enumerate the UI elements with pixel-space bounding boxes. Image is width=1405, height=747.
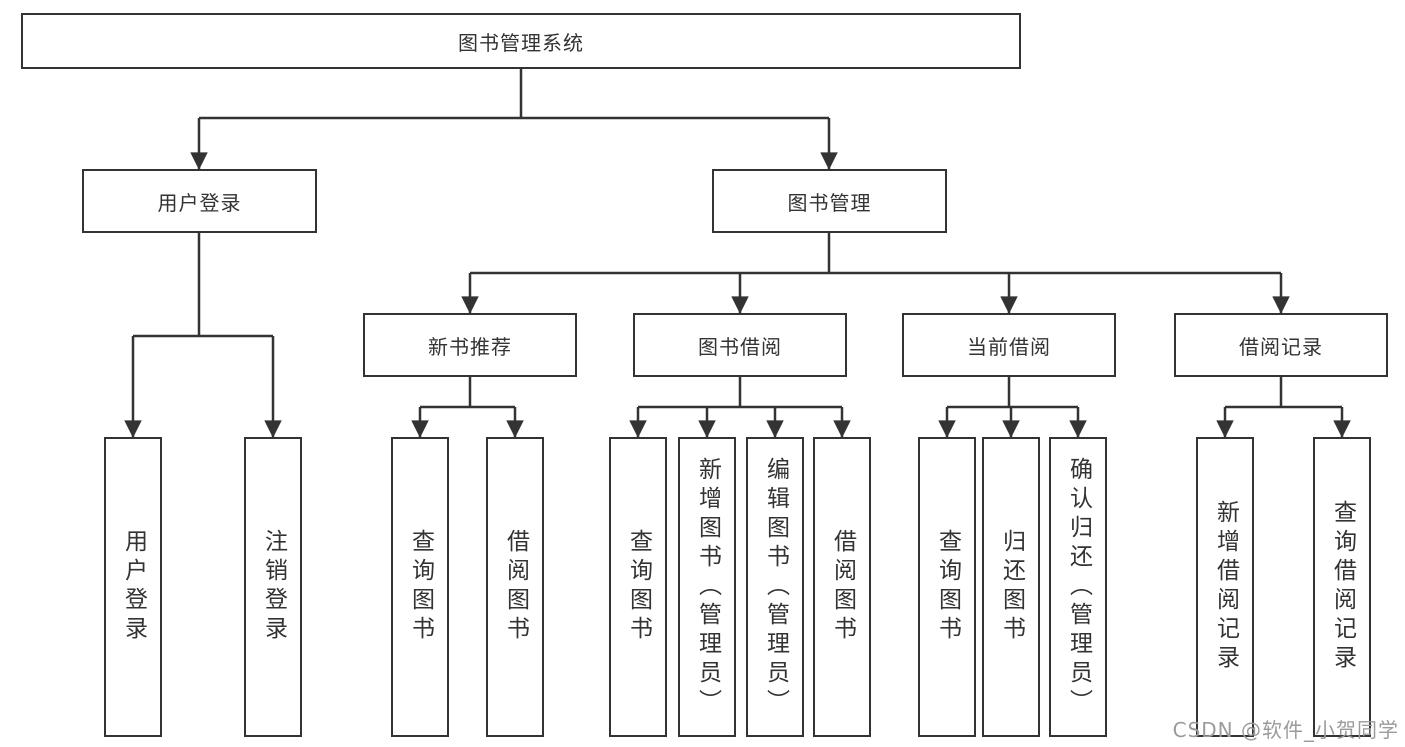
- node-borrowing-records: 借阅记录: [1174, 313, 1388, 377]
- node-label: 图书借阅: [698, 334, 782, 359]
- node-user-login: 用户登录: [82, 169, 317, 233]
- leaf-return-books: 归还图书: [982, 437, 1040, 737]
- node-label: 图书管理: [787, 190, 872, 215]
- leaf-edit-book-admin: 编辑图书（管理员）: [746, 437, 804, 737]
- watermark: CSDN @软件_小贺同学: [1172, 718, 1399, 742]
- node-book-management: 图书管理: [712, 169, 947, 233]
- leaf-label: 查询图书: [934, 529, 961, 645]
- leaf-logout: 注销登录: [244, 437, 302, 737]
- leaf-add-book-admin: 新增图书（管理员）: [678, 437, 736, 737]
- leaf-add-borrow-record: 新增借阅记录: [1196, 437, 1254, 737]
- leaf-confirm-return-admin: 确认归还（管理员）: [1049, 437, 1107, 737]
- node-label: 借阅记录: [1239, 334, 1323, 359]
- leaf-label: 确认归还（管理员）: [1065, 456, 1092, 718]
- leaf-label: 注销登录: [260, 529, 287, 645]
- leaf-borrow-books-borrowing: 借阅图书: [813, 437, 871, 737]
- leaf-label: 归还图书: [998, 529, 1025, 645]
- node-label: 用户登录: [157, 190, 242, 215]
- node-current-borrowing: 当前借阅: [902, 313, 1116, 377]
- node-book-borrowing: 图书借阅: [633, 313, 847, 377]
- leaf-label: 新增借阅记录: [1212, 500, 1239, 674]
- leaf-query-books-borrowing: 查询图书: [609, 437, 667, 737]
- leaf-label: 查询图书: [625, 529, 652, 645]
- leaf-user-login: 用户登录: [104, 437, 162, 737]
- leaf-label: 新增图书（管理员）: [694, 456, 721, 718]
- node-label: 图书管理系统: [458, 30, 584, 55]
- leaf-borrow-books-recommend: 借阅图书: [486, 437, 544, 737]
- leaf-query-books-recommend: 查询图书: [391, 437, 449, 737]
- leaf-label: 借阅图书: [502, 529, 529, 645]
- leaf-label: 用户登录: [120, 529, 147, 645]
- leaf-label: 借阅图书: [829, 529, 856, 645]
- node-library-management-system: 图书管理系统: [21, 13, 1021, 69]
- leaf-label: 查询图书: [407, 529, 434, 645]
- leaf-label: 查询借阅记录: [1329, 500, 1356, 674]
- leaf-query-books-current: 查询图书: [918, 437, 976, 737]
- node-label: 当前借阅: [967, 334, 1051, 359]
- node-label: 新书推荐: [428, 334, 512, 359]
- node-new-book-recommend: 新书推荐: [363, 313, 577, 377]
- leaf-query-borrow-record: 查询借阅记录: [1313, 437, 1371, 737]
- leaf-label: 编辑图书（管理员）: [762, 456, 789, 718]
